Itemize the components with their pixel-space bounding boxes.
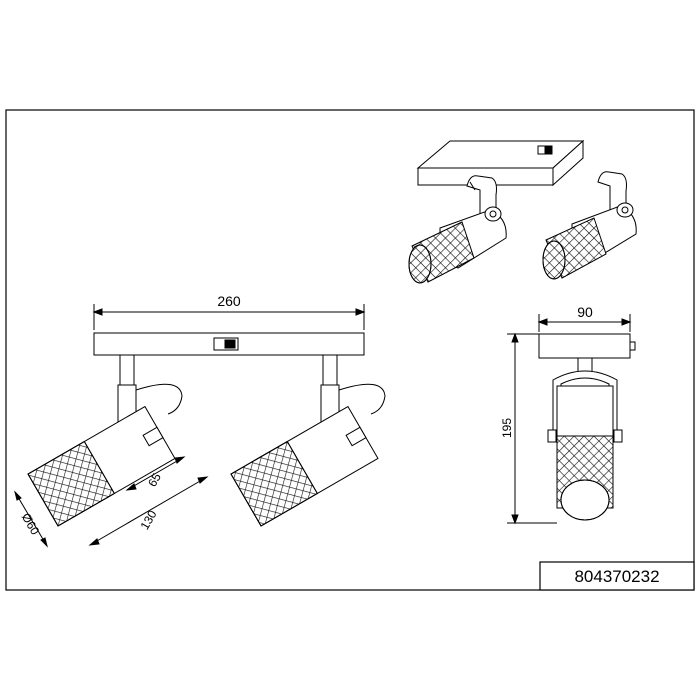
front-view: 260 65 xyxy=(14,293,386,548)
drawing-frame xyxy=(5,109,695,591)
dim-total-width: 260 xyxy=(217,293,241,309)
article-number: 804370232 xyxy=(574,567,659,586)
dim-diameter: Ø60 xyxy=(19,511,43,538)
perspective-view xyxy=(408,139,637,284)
spotlight-right xyxy=(542,171,637,280)
article-number-box: 804370232 xyxy=(539,561,695,591)
spotlight-left xyxy=(408,175,507,284)
dim-head-length: 65 xyxy=(145,470,164,489)
dim-shade-length: 130 xyxy=(137,508,159,533)
dim-height: 195 xyxy=(500,418,514,438)
side-view: 90 195 xyxy=(500,304,636,525)
dim-depth: 90 xyxy=(577,304,593,320)
